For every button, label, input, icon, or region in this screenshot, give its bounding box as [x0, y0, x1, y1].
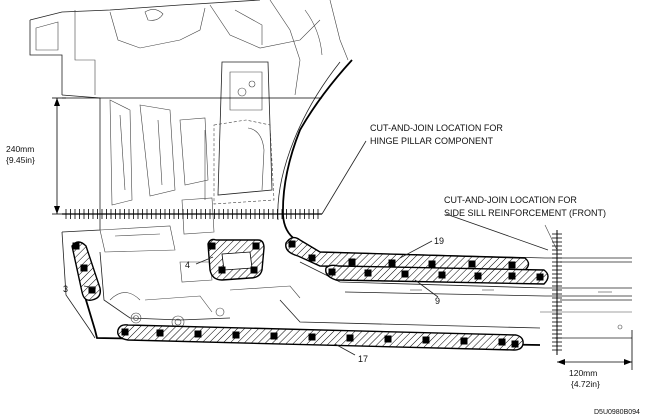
weld-spot — [422, 336, 430, 344]
side-sill-label-line2: SIDE SILL REINFORCEMENT (FRONT) — [444, 208, 606, 218]
hinge-pillar-cut-line — [62, 97, 322, 219]
dimension-240mm: 240mm {9.45in} — [6, 97, 66, 215]
weld-spot — [474, 272, 482, 280]
dimension-240-mm-text: 240mm — [6, 144, 34, 154]
weld-spot — [80, 264, 88, 272]
weld-spot — [498, 338, 506, 346]
spot-weld-markers — [72, 240, 544, 348]
weld-spot — [468, 260, 476, 268]
part-19-sill-reinforcement-upper — [285, 236, 530, 271]
weld-spot — [364, 269, 372, 277]
callout-3: 3 — [63, 284, 68, 294]
weld-spot — [88, 286, 96, 294]
weld-spot — [208, 242, 216, 250]
weld-spot — [288, 240, 296, 248]
weld-spot — [72, 242, 80, 250]
weld-spot — [252, 242, 260, 250]
callout-17: 17 — [358, 354, 368, 364]
weld-spot — [508, 261, 516, 269]
dimension-240-in-text: {9.45in} — [6, 155, 35, 165]
hinge-pillar-label-line1: CUT-AND-JOIN LOCATION FOR — [370, 123, 503, 133]
weld-spot — [460, 337, 468, 345]
side-sill-cut-line — [544, 224, 562, 355]
weld-spot — [232, 331, 240, 339]
weld-spot — [388, 259, 396, 267]
dimension-120-in-text: {4.72in} — [571, 379, 600, 389]
dimension-120-mm-text: 120mm — [569, 368, 597, 378]
weld-spot — [508, 272, 516, 280]
weld-spot — [328, 268, 336, 276]
figure-code: D5U0980B094 — [594, 409, 640, 416]
weld-spot — [384, 335, 392, 343]
callout-9: 9 — [435, 296, 440, 306]
weld-spot — [308, 254, 316, 262]
callout-19: 19 — [434, 236, 444, 246]
weld-spot — [346, 334, 354, 342]
weld-spot — [194, 330, 202, 338]
weld-spot — [121, 328, 129, 336]
weld-spot — [348, 258, 356, 266]
weld-spot — [218, 266, 226, 274]
weld-spot — [428, 260, 436, 268]
weld-spot — [536, 273, 544, 281]
callout-4: 4 — [185, 260, 190, 270]
side-sill-label-line1: CUT-AND-JOIN LOCATION FOR — [444, 195, 577, 205]
part-9-sill-reinforcement-lower — [325, 264, 549, 285]
hinge-pillar-label-line2: HINGE PILLAR COMPONENT — [370, 136, 494, 146]
weld-spot — [270, 332, 278, 340]
leader-lines — [83, 140, 549, 356]
body-structure-linework — [29, 0, 632, 346]
dimension-120mm: 120mm {4.72in} — [557, 330, 633, 389]
part-17-outer-sill — [117, 324, 524, 351]
weld-spot — [156, 329, 164, 337]
weld-spot — [308, 333, 316, 341]
weld-spot — [511, 340, 519, 348]
weld-spot — [250, 266, 258, 274]
weld-spot — [438, 271, 446, 279]
weld-spot — [401, 270, 409, 278]
